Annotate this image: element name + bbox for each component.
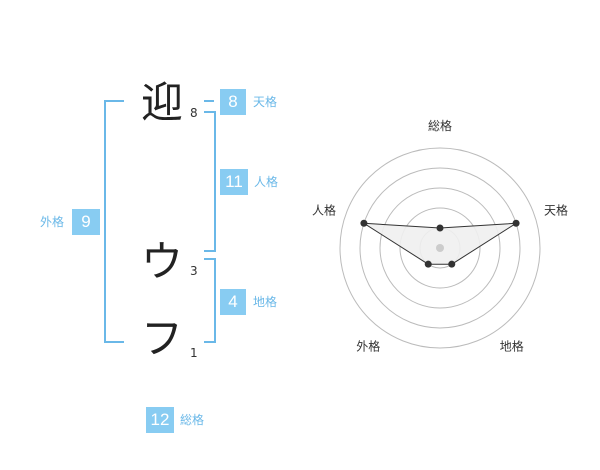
- radar-point-3: [424, 260, 432, 268]
- radar-point-1: [512, 219, 520, 227]
- chikaku-label: 地格: [253, 295, 278, 309]
- radar-ring-4: [359, 167, 521, 329]
- soukaku-label: 総格: [180, 413, 205, 427]
- chikaku-value: 4: [220, 289, 246, 315]
- radar-points: [360, 219, 520, 268]
- name-char-2: ウ: [140, 237, 183, 286]
- name-char-3: フ: [140, 314, 183, 363]
- chikaku-bracket: [204, 258, 216, 343]
- radar-point-0: [436, 224, 444, 232]
- radar-axis-label-2: 地格: [500, 339, 524, 354]
- stroke-count-3: 1: [190, 346, 198, 360]
- radar-axis-label-4: 人格: [312, 202, 336, 217]
- tenkaku-bracket: [204, 100, 214, 104]
- soukaku-value: 12: [146, 407, 174, 433]
- radar-point-2: [448, 260, 456, 268]
- name-char-1: 迎: [140, 78, 183, 127]
- tenkaku-value: 8: [220, 89, 246, 115]
- jinkaku-value: 11: [220, 169, 248, 195]
- radar-ring-2: [399, 207, 481, 289]
- radar-center-dot: [436, 244, 444, 252]
- jinkaku-label: 人格: [254, 175, 279, 189]
- radar-axis-label-3: 外格: [356, 339, 380, 354]
- tenkaku-label: 天格: [253, 95, 278, 109]
- gaikaku-label: 外格: [40, 215, 65, 229]
- radar-ring-5: [339, 147, 541, 349]
- radar-ring-3: [379, 187, 501, 309]
- gaikaku-value: 9: [72, 209, 100, 235]
- jinkaku-bracket: [204, 111, 216, 252]
- gaikaku-bracket: [104, 100, 124, 343]
- stroke-count-1: 8: [190, 106, 198, 120]
- radar-axis-label-0: 総格: [428, 118, 452, 133]
- radar-area: [363, 222, 517, 265]
- radar-axis-label-1: 天格: [544, 202, 568, 217]
- radar-point-4: [360, 219, 368, 227]
- stroke-count-2: 3: [190, 264, 198, 278]
